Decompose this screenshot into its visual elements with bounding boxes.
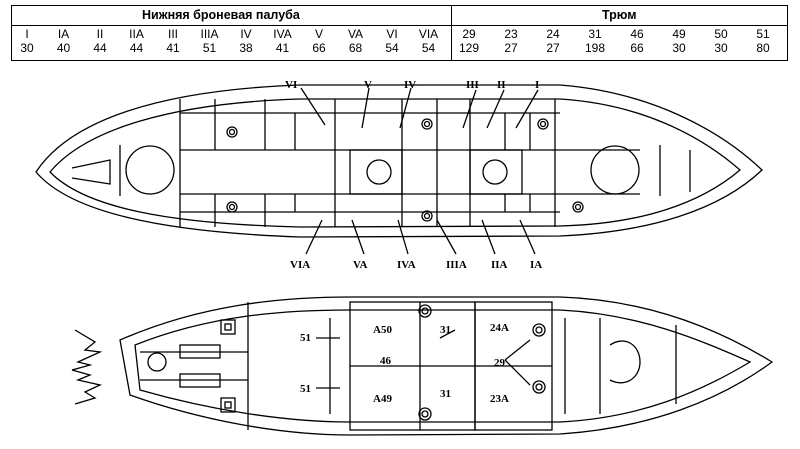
deck-value-cell-1: 40 <box>56 41 71 55</box>
deck-compartment-cell-1: IA <box>57 27 70 41</box>
lower-armor-deck-plan <box>35 84 763 255</box>
label-III: III <box>466 79 479 91</box>
label-II: II <box>497 79 506 91</box>
label-VI: VI <box>285 79 297 91</box>
upper-hull-inner <box>49 98 741 228</box>
label-VIA: VIA <box>290 259 310 271</box>
hold-value-cell-6: 30 <box>714 41 728 55</box>
aft-barbette <box>590 145 640 195</box>
hold-value-cell-2: 27 <box>546 41 560 55</box>
deck-value-cell-4: 41 <box>166 41 180 55</box>
deck-compartment-cell-10: VI <box>386 27 398 41</box>
deck-value-cell-10: 54 <box>385 41 399 55</box>
table-header-line <box>12 25 787 26</box>
hold-value-cell-0: 129 <box>458 41 480 55</box>
label-23A: 23A <box>490 393 509 405</box>
label-24A: 24A <box>490 322 509 334</box>
lower-hull-inner <box>134 309 752 423</box>
label-V: V <box>364 79 372 91</box>
deck-compartment-cell-9: VA <box>347 27 364 41</box>
label-IVA: IVA <box>397 259 416 271</box>
deck-compartment-cell-7: IVA <box>273 27 292 41</box>
label-I: I <box>535 79 539 91</box>
deck-compartment-cell-6: IV <box>240 27 252 41</box>
deck-value-cell-3: 44 <box>129 41 144 55</box>
label-29: 29 <box>494 357 506 369</box>
deck-value-cell-8: 66 <box>312 41 326 55</box>
hold-compartment-cell-5: 49 <box>672 27 686 41</box>
label-31-top: 31 <box>440 324 451 336</box>
label-51-bottom: 51 <box>300 383 311 395</box>
deck-value-cell-11: 54 <box>421 41 436 55</box>
label-51-top: 51 <box>300 332 311 344</box>
propeller-upper <box>71 329 103 371</box>
fore-barbette <box>125 145 175 195</box>
label-A49: A49 <box>373 393 392 405</box>
deck-compartment-cell-3: IIA <box>129 27 144 41</box>
deck-compartment-cell-2: II <box>96 27 104 41</box>
deck-compartment-cell-5: IIIA <box>200 27 219 41</box>
deck-value-cell-0: 30 <box>20 41 34 55</box>
hold-compartment-cell-3: 31 <box>588 27 602 41</box>
hold-value-cell-3: 198 <box>584 41 606 55</box>
lower-labels: A50 A49 31 31 46 24A 23A 29 51 51 <box>300 322 509 405</box>
label-IA: IA <box>530 259 542 271</box>
deck-compartment-cell-11: VIA <box>418 27 439 41</box>
hold-value-cell-4: 66 <box>630 41 644 55</box>
upper-hull-outer <box>35 84 763 238</box>
deck-value-cell-5: 51 <box>202 41 217 55</box>
hold-header: Трюм <box>602 8 637 22</box>
lower-hull-outer <box>119 296 774 436</box>
deck-value-cell-2: 44 <box>93 41 107 55</box>
deck-value-cell-6: 38 <box>239 41 253 55</box>
deck-compartment-cell-0: I <box>25 27 29 41</box>
label-IV: IV <box>404 79 416 91</box>
deck-compartment-cell-8: V <box>314 27 323 41</box>
hold-value-cell-1: 27 <box>504 41 518 55</box>
deck-value-cell-9: 68 <box>348 41 363 55</box>
upper-labels: VI V IV III II I VIA VA IVA IIIA IIA IA <box>285 79 542 271</box>
hold-compartment-cell-2: 24 <box>546 27 560 41</box>
label-VA: VA <box>353 259 368 271</box>
label-A50: A50 <box>373 324 392 336</box>
deck-compartment-cell-4: III <box>167 27 178 41</box>
propeller-lower <box>71 369 102 405</box>
deck-value-cell-7: 41 <box>275 41 290 55</box>
hold-plan <box>71 296 774 436</box>
label-IIIA: IIIA <box>446 259 467 271</box>
label-46: 46 <box>380 355 392 367</box>
hold-compartment-cell-4: 46 <box>630 27 644 41</box>
table-divider <box>451 6 452 60</box>
hold-compartment-cell-7: 51 <box>756 27 770 41</box>
hold-value-cell-7: 80 <box>756 41 770 55</box>
label-IIA: IIA <box>491 259 508 271</box>
label-31-bottom: 31 <box>440 388 451 400</box>
hold-compartment-cell-6: 50 <box>714 27 728 41</box>
hold-compartment-cell-0: 29 <box>462 27 476 41</box>
hold-compartment-cell-1: 23 <box>504 27 518 41</box>
hold-value-cell-5: 30 <box>672 41 686 55</box>
lower-armor-deck-header: Нижняя броневая палуба <box>142 8 300 22</box>
